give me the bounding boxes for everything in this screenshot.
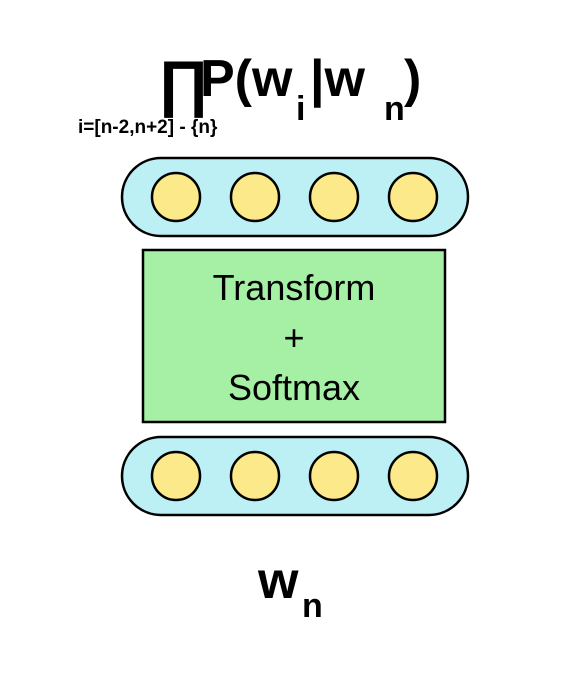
formula-close-paren: ) xyxy=(404,50,421,108)
output-formula: ∏ P(w i |w n ) i=[n-2,n+2] - {n} xyxy=(78,49,421,138)
transform-softmax-box: Transform + Softmax xyxy=(141,248,447,424)
formula-bar-w: |w xyxy=(310,50,366,108)
formula-subscript-i: i xyxy=(296,90,305,128)
output-layer xyxy=(120,156,470,238)
input-node-3 xyxy=(308,450,360,502)
formula-subscript-n: n xyxy=(384,90,405,128)
softmax-label: Softmax xyxy=(228,367,360,408)
formula-p-open: P(w xyxy=(200,50,293,108)
input-capsule xyxy=(120,435,470,517)
output-capsule xyxy=(120,156,470,238)
transform-box xyxy=(141,248,447,424)
formula-range: i=[n-2,n+2] - {n} xyxy=(78,117,218,138)
output-node-1 xyxy=(150,171,202,223)
output-node-3 xyxy=(308,171,360,223)
input-node-4 xyxy=(387,450,439,502)
input-label-subscript-n: n xyxy=(302,587,323,625)
plus-label: + xyxy=(283,317,304,358)
input-label-w: w xyxy=(257,552,299,610)
input-label: w n xyxy=(257,552,323,625)
input-node-2 xyxy=(229,450,281,502)
input-node-1 xyxy=(150,450,202,502)
output-node-4 xyxy=(387,171,439,223)
output-node-2 xyxy=(229,171,281,223)
input-layer xyxy=(120,435,470,517)
product-symbol: ∏ xyxy=(158,49,209,118)
transform-label: Transform xyxy=(213,267,376,308)
